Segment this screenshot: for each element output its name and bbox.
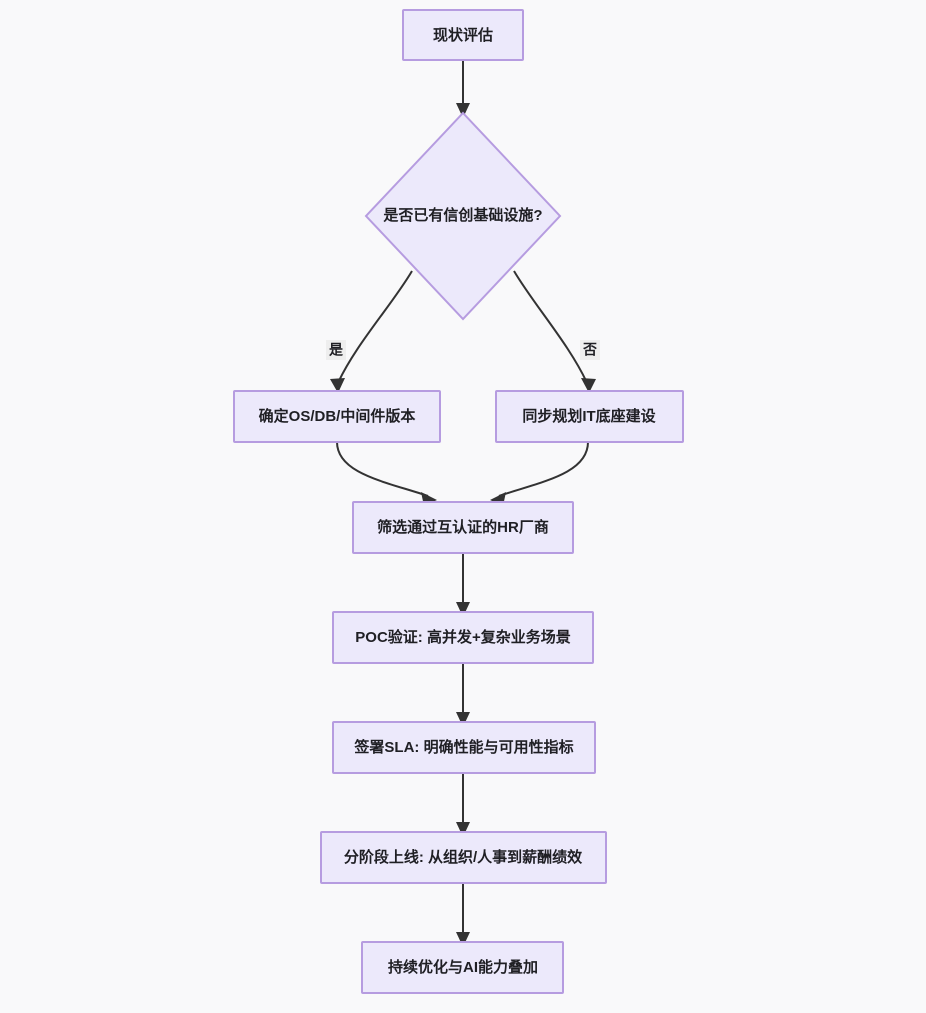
node-label: 同步规划IT底座建设	[522, 407, 655, 425]
edge-path	[336, 270, 413, 386]
edge-label-background	[326, 340, 346, 360]
node-rect[interactable]	[361, 941, 564, 994]
node-plan-it-foundation[interactable]: 同步规划IT底座建设	[495, 390, 684, 443]
arrow-head-icon	[456, 103, 470, 118]
node-label: 筛选通过互认证的HR厂商	[377, 518, 549, 536]
node-rect[interactable]	[332, 721, 596, 774]
edge-poc-to-sla	[456, 663, 470, 727]
node-rect[interactable]	[402, 9, 524, 61]
node-layer: 现状评估 是否已有信创基础设施? 确定OS/DB/中间件版本 同步规划IT底座建…	[233, 9, 684, 994]
node-poc-validation[interactable]: POC验证: 高并发+复杂业务场景	[332, 611, 594, 664]
edge-path	[336, 441, 429, 497]
edge-label-yes: 是	[329, 342, 344, 358]
edge-decision-no: 否	[513, 270, 600, 393]
node-label: POC验证: 高并发+复杂业务场景	[355, 628, 570, 646]
edge-rollout-to-optimize	[456, 883, 470, 947]
arrow-head-icon	[456, 602, 470, 617]
arrow-head-icon	[456, 712, 470, 727]
edge-vendor-to-poc	[456, 553, 470, 617]
node-screen-hr-vendors[interactable]: 筛选通过互认证的HR厂商	[352, 501, 574, 554]
node-rect[interactable]	[320, 831, 607, 884]
node-label: 持续优化与AI能力叠加	[388, 958, 538, 976]
node-label: 现状评估	[433, 26, 493, 44]
edge-decision-yes: 是	[326, 270, 413, 393]
node-rect[interactable]	[233, 390, 441, 443]
edge-path	[498, 441, 589, 497]
arrow-head-icon	[330, 378, 345, 393]
edge-assessment-to-decision	[456, 60, 470, 118]
node-sign-sla[interactable]: 签署SLA: 明确性能与可用性指标	[332, 721, 596, 774]
node-diamond[interactable]	[364, 111, 562, 321]
arrow-head-icon	[581, 378, 596, 393]
edge-path	[513, 270, 589, 386]
edge-label-background	[580, 340, 600, 360]
arrow-head-icon	[456, 932, 470, 947]
node-rect[interactable]	[332, 611, 594, 664]
node-label: 是否已有信创基础设施?	[382, 206, 542, 224]
node-label: 分阶段上线: 从组织/人事到薪酬绩效	[344, 848, 583, 866]
node-current-state-assessment[interactable]: 现状评估	[402, 9, 524, 61]
node-continuous-optimization-ai[interactable]: 持续优化与AI能力叠加	[361, 941, 564, 994]
edge-itbase-to-vendor	[490, 441, 589, 506]
node-confirm-os-db-middleware[interactable]: 确定OS/DB/中间件版本	[233, 390, 441, 443]
node-label: 签署SLA: 明确性能与可用性指标	[353, 738, 573, 756]
edge-label-no: 否	[582, 342, 597, 358]
node-decision-has-xinchuang-infra[interactable]: 是否已有信创基础设施?	[364, 111, 562, 321]
node-rect[interactable]	[495, 390, 684, 443]
edge-os-to-vendor	[336, 441, 437, 506]
node-label: 确定OS/DB/中间件版本	[259, 407, 416, 425]
arrow-head-icon	[456, 822, 470, 837]
edge-layer: 是 否	[326, 60, 600, 947]
node-rect[interactable]	[352, 501, 574, 554]
edge-sla-to-rollout	[456, 773, 470, 837]
node-phased-rollout[interactable]: 分阶段上线: 从组织/人事到薪酬绩效	[320, 831, 607, 884]
